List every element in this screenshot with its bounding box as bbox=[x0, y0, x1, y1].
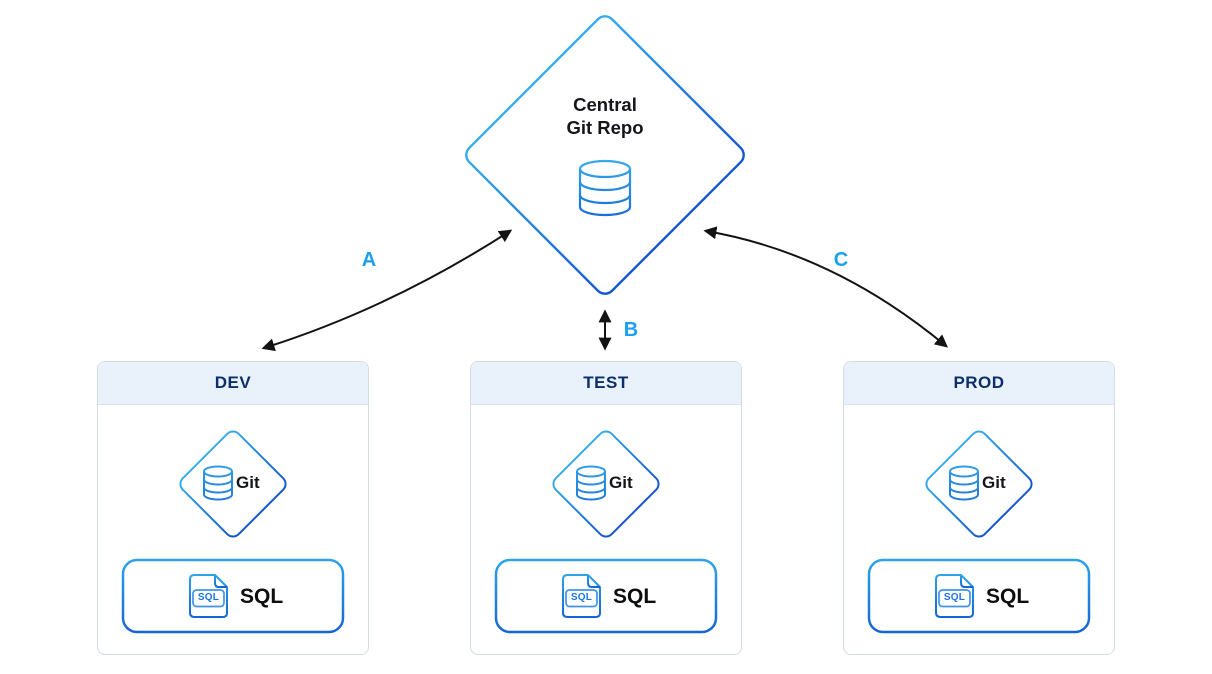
env-title-dev: DEV bbox=[214, 373, 252, 392]
central-git-repo-title: Central Git Repo bbox=[566, 94, 644, 138]
sql-badge-text-test: SQL bbox=[570, 592, 593, 603]
sql-label-test: SQL bbox=[613, 585, 657, 608]
git-label-prod: Git bbox=[982, 473, 1006, 492]
env-header-test: TEST bbox=[471, 362, 741, 405]
git-label-test: Git bbox=[609, 473, 633, 492]
arrow-label-c: C bbox=[833, 249, 849, 271]
sql-badge-text-prod: SQL bbox=[943, 592, 966, 603]
arrow-label-a: A bbox=[361, 249, 377, 271]
central-git-repo-diamond bbox=[465, 15, 745, 295]
env-header-dev: DEV bbox=[98, 362, 368, 405]
env-header-prod: PROD bbox=[844, 362, 1114, 405]
arrow-label-b: B bbox=[623, 319, 639, 341]
central-database-icon bbox=[578, 159, 632, 217]
env-box-dev: DEV bbox=[97, 361, 369, 655]
sql-badge-text-dev: SQL bbox=[197, 592, 220, 603]
sql-label-prod: SQL bbox=[986, 585, 1030, 608]
sql-label-dev: SQL bbox=[240, 585, 284, 608]
git-label-dev: Git bbox=[236, 473, 260, 492]
env-box-test: TEST bbox=[470, 361, 742, 655]
env-title-prod: PROD bbox=[953, 373, 1005, 392]
env-box-prod: PROD bbox=[843, 361, 1115, 655]
env-title-test: TEST bbox=[583, 373, 629, 392]
